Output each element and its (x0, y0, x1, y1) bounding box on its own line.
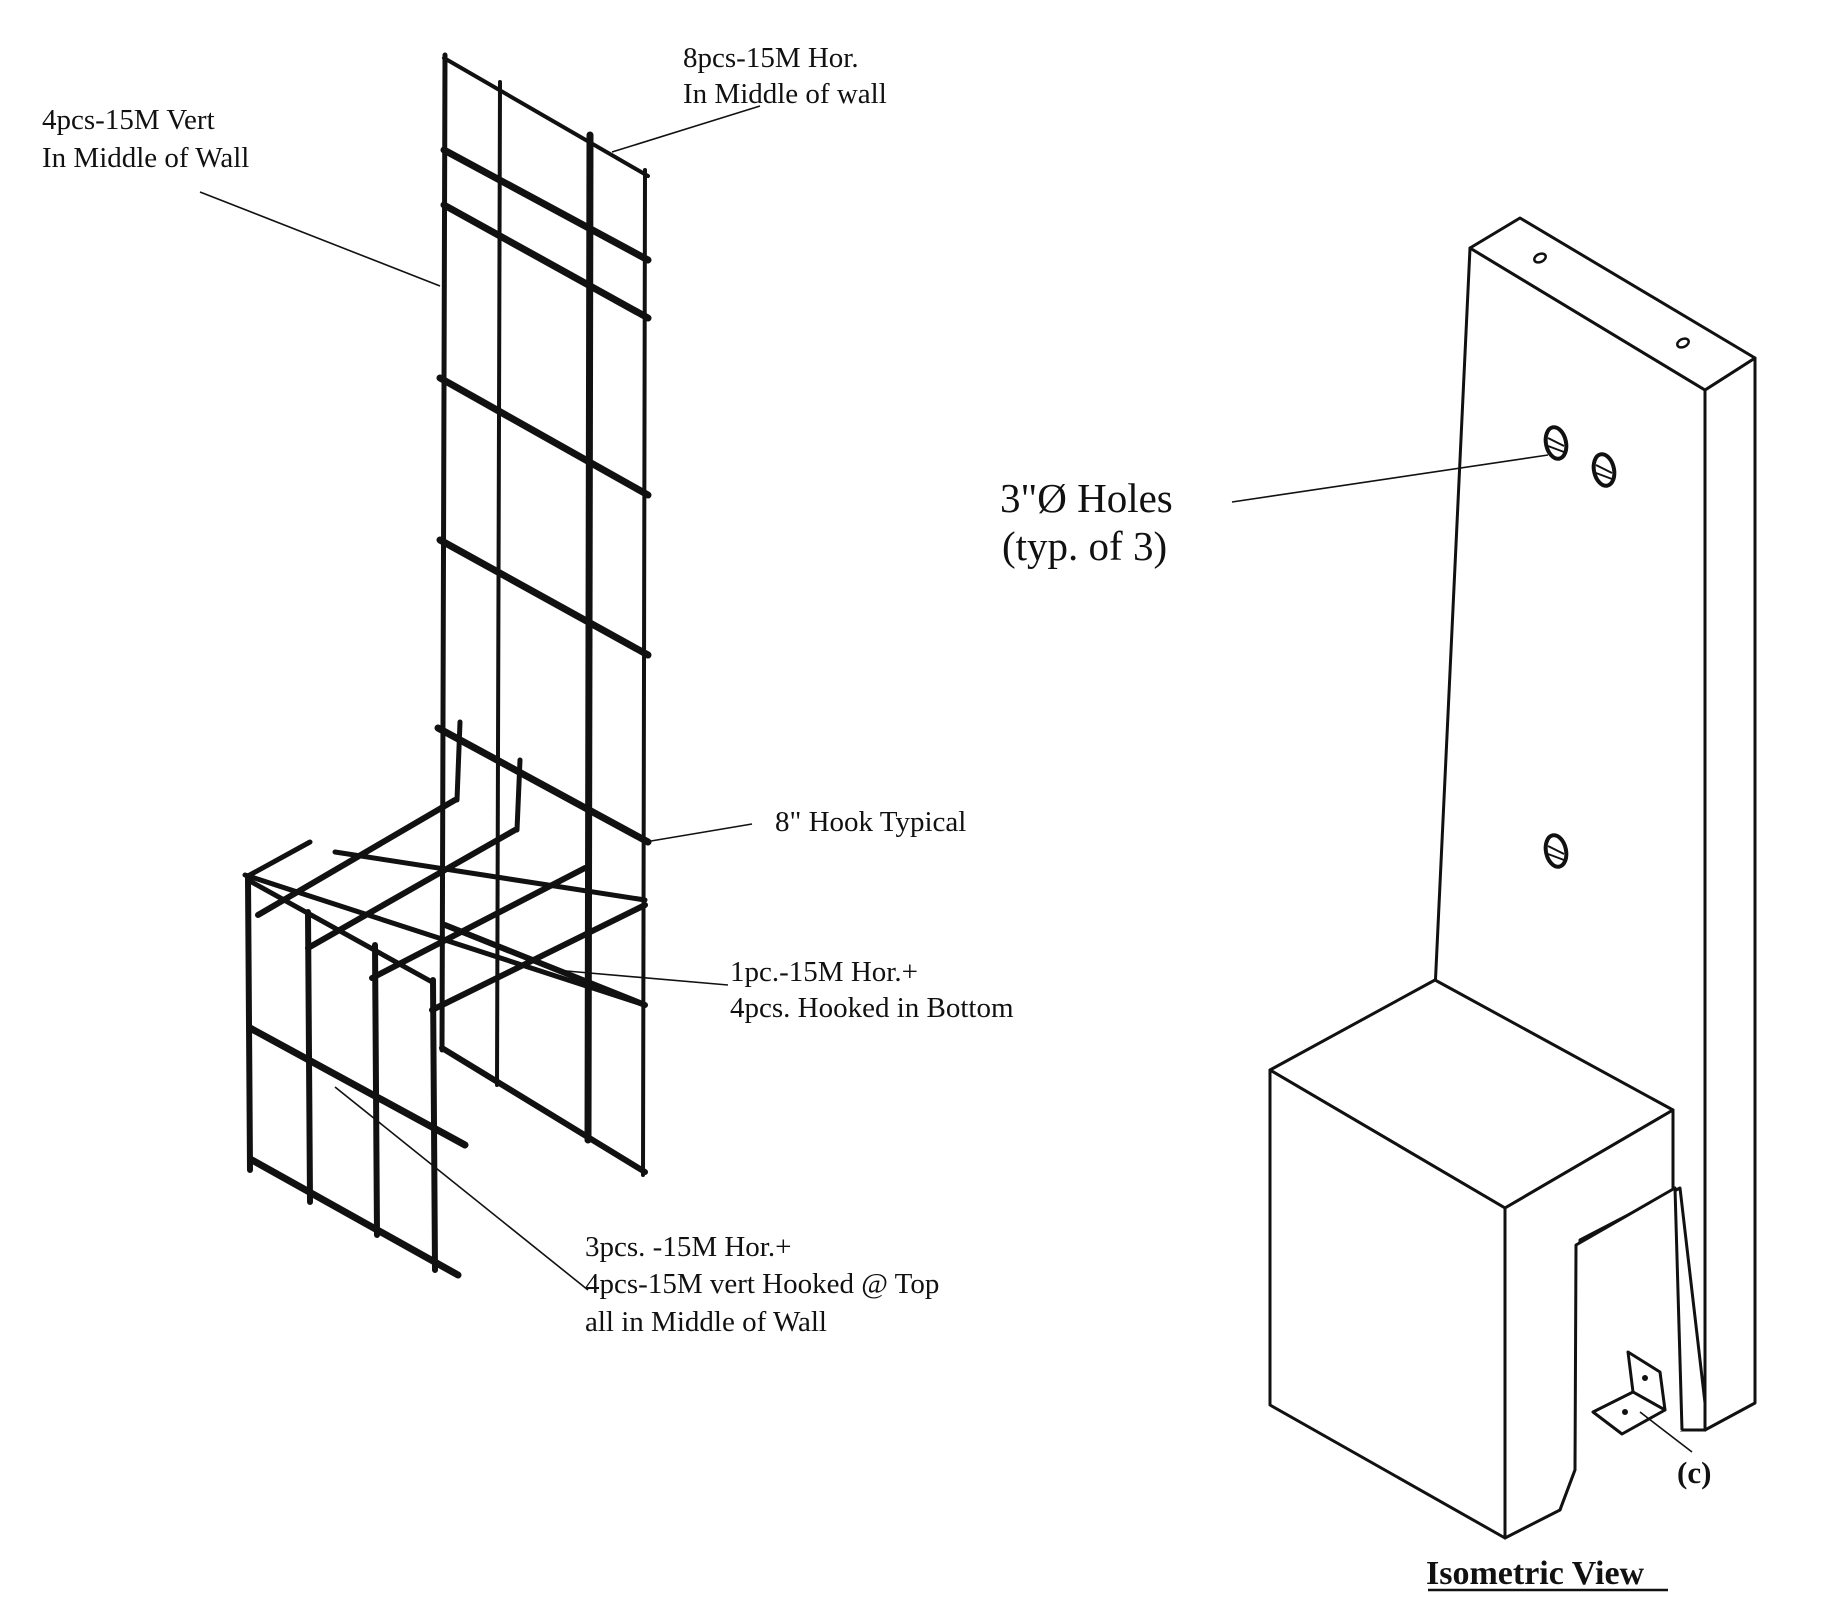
seat-opening (1558, 1186, 1684, 1511)
rebar-annotations: 8pcs-15M Hor. In Middle of wall 4pcs-15M… (42, 42, 1014, 1338)
back-wall-horizontal-bars (434, 56, 652, 1175)
front-horizontal-bars (245, 877, 469, 1279)
top-hole-2 (1676, 337, 1690, 349)
label-top-horizontal-line2: In Middle of wall (683, 78, 887, 110)
backrest-holes (1543, 425, 1617, 869)
label-seat-line3: all in Middle of Wall (585, 1306, 827, 1338)
angle-bracket (1591, 1350, 1667, 1436)
top-hole-1 (1533, 252, 1547, 264)
label-bottom-line1: 1pc.-15M Hor.+ (730, 956, 918, 988)
label-vertical-line1: 4pcs-15M Vert (42, 104, 215, 136)
label-seat-line1: 3pcs. -15M Hor.+ (585, 1231, 791, 1263)
seat-bars (242, 719, 648, 1013)
label-hook-typical: 8" Hook Typical (775, 806, 966, 838)
label-top-horizontal-line1: 8pcs-15M Hor. (683, 42, 859, 74)
view-title: Isometric View (1426, 1555, 1645, 1592)
label-holes-line2: (typ. of 3) (1002, 523, 1167, 569)
label-bracket: (c) (1677, 1455, 1711, 1490)
isometric-leader-lines (1231, 454, 1693, 1453)
rebar-leader-lines (199, 105, 761, 1291)
seat-right-face (1503, 1108, 1707, 1540)
label-vertical-line2: In Middle of Wall (42, 142, 249, 174)
isometric-chair (1268, 216, 1757, 1540)
label-holes-line1: 3"Ø Holes (1000, 475, 1173, 521)
label-bottom-line2: 4pcs. Hooked in Bottom (730, 992, 1014, 1024)
rebar-cage (242, 52, 652, 1279)
label-seat-line2: 4pcs-15M vert Hooked @ Top (585, 1268, 939, 1300)
isometric-annotations: 3"Ø Holes (typ. of 3) (c) Isometric View (1000, 475, 1711, 1592)
backrest-side-face (1703, 356, 1757, 1432)
